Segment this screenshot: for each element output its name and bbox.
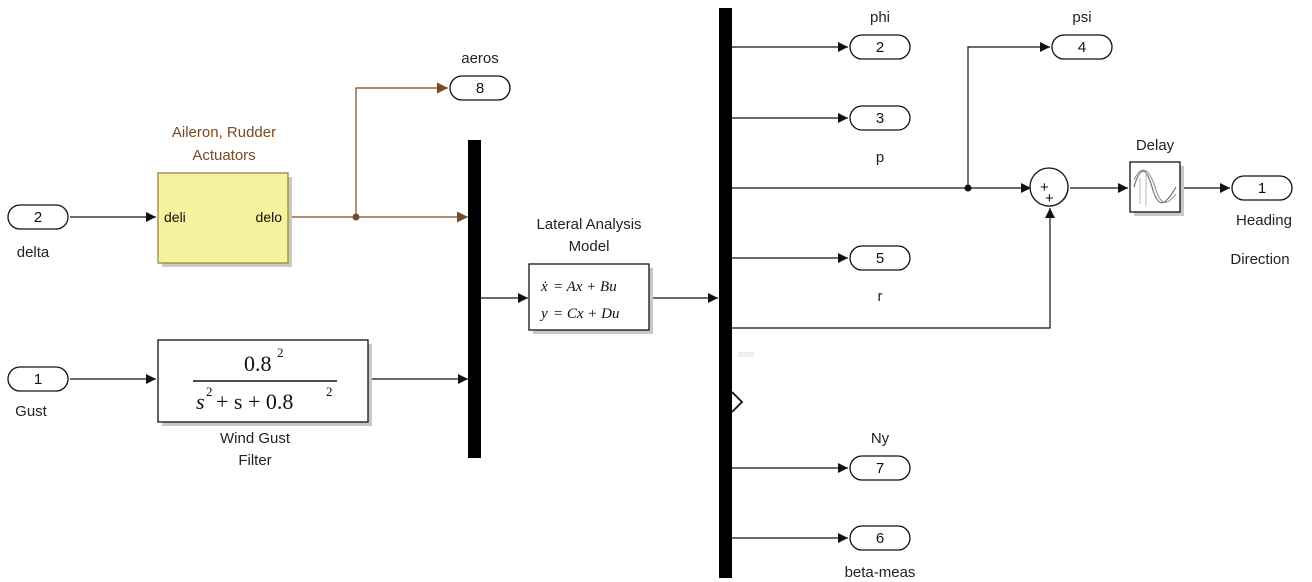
sum-sign-left: + [1040, 179, 1049, 196]
outport-aeros[interactable]: aeros 8 [449, 50, 511, 101]
filter-label-line2: Filter [238, 452, 271, 469]
filter-den-s-exponent: 2 [206, 384, 213, 399]
outport-p[interactable]: 3 p [849, 105, 911, 166]
inport-number: 1 [34, 371, 42, 388]
lateral-model-block[interactable]: Lateral Analysis Model ẋ = Ax + Bu y = C… [528, 216, 653, 334]
sum-sign-bottom: + [1045, 190, 1054, 207]
model-eq1-lhs: ẋ [540, 279, 548, 295]
outport-number: 3 [876, 110, 884, 127]
outport-number: 7 [876, 460, 884, 477]
filter-den-s: s [196, 389, 205, 414]
model-eq2-rhs: = Cx + Du [553, 306, 620, 322]
outport-number: 1 [1258, 180, 1266, 197]
outport-label-line1: Heading [1236, 212, 1292, 229]
wire-to-psi[interactable] [967, 42, 1050, 188]
outport-r[interactable]: 5 r [849, 245, 911, 305]
outport-label: aeros [461, 50, 499, 67]
model-label-line1: Lateral Analysis [536, 216, 641, 233]
demux-block[interactable] [719, 8, 732, 578]
filter-numerator: 0.8 [244, 351, 272, 376]
mux-block[interactable] [468, 140, 481, 458]
demux-expand-chevron-icon[interactable] [731, 391, 744, 413]
outport-number: 5 [876, 250, 884, 267]
wire-actuators-to-aeros[interactable] [355, 82, 448, 217]
filter-den-rest: + s + 0.8 [216, 389, 293, 414]
filter-numerator-exponent: 2 [277, 345, 284, 360]
signal-lines [70, 42, 1230, 543]
outport-label: beta-meas [845, 564, 916, 581]
outport-psi[interactable]: psi 4 [1051, 9, 1113, 60]
sum-block[interactable]: + + [1029, 167, 1069, 207]
resize-handle [738, 352, 754, 357]
branch-point [964, 184, 972, 192]
outport-number: 4 [1078, 39, 1086, 56]
outport-label: p [876, 149, 884, 166]
inport-label: Gust [15, 403, 48, 420]
actuators-block[interactable]: Aileron, Rudder Actuators deli delo [157, 124, 292, 267]
inport-label: delta [17, 244, 50, 261]
outport-number: 2 [876, 39, 884, 56]
model-label-line2: Model [569, 238, 610, 255]
inport-delta[interactable]: 2 delta [7, 204, 69, 261]
actuators-label-line1: Aileron, Rudder [172, 124, 276, 141]
variable-delay-icon [1133, 169, 1177, 206]
actuators-in-port: deli [164, 209, 186, 225]
outport-phi[interactable]: phi 2 [849, 9, 911, 60]
outport-number: 8 [476, 80, 484, 97]
outport-beta-meas[interactable]: 6 beta-meas [845, 525, 916, 581]
inport-gust[interactable]: 1 Gust [7, 366, 69, 420]
filter-den-exponent: 2 [326, 384, 333, 399]
inport-number: 2 [34, 209, 42, 226]
outport-label: phi [870, 9, 890, 26]
delay-block[interactable]: Delay [1129, 137, 1184, 216]
delay-label: Delay [1136, 137, 1175, 154]
actuators-label-line2: Actuators [192, 147, 255, 164]
outport-ny[interactable]: Ny 7 [849, 430, 911, 481]
wind-gust-filter-block[interactable]: 0.8 2 s 2 + s + 0.8 2 Wind Gust Filter [157, 339, 372, 469]
filter-label-line1: Wind Gust [220, 430, 291, 447]
model-eq1-rhs: = Ax + Bu [553, 279, 617, 295]
outport-heading-direction[interactable]: 1 Heading Direction [1230, 175, 1293, 268]
actuators-out-port: delo [256, 209, 283, 225]
model-eq2-lhs: y [539, 306, 548, 322]
outport-label: Ny [871, 430, 890, 447]
outport-label-line2: Direction [1230, 251, 1289, 268]
outport-label: psi [1072, 9, 1091, 26]
branch-point [352, 213, 360, 221]
outport-label: r [878, 288, 883, 305]
outport-number: 6 [876, 530, 884, 547]
wire-demux-to-sum-bottom[interactable] [732, 208, 1055, 329]
